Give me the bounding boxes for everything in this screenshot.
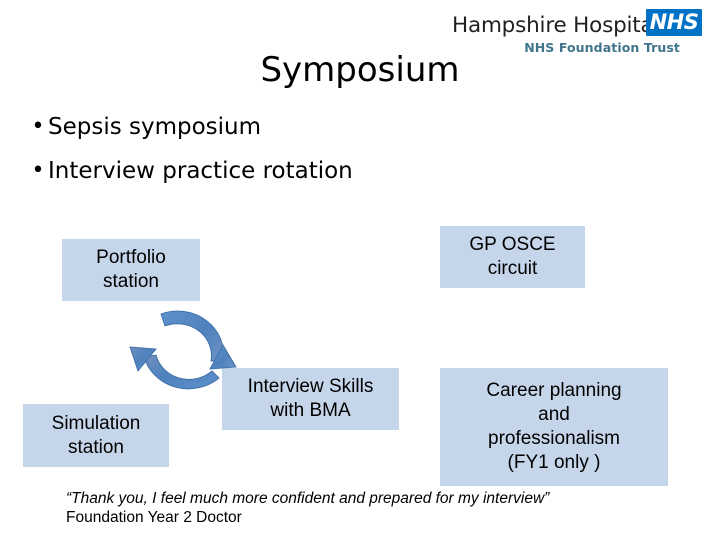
cycle-arrow-clockwise [160,310,237,370]
station-box-label: Simulation station [51,412,141,458]
cycle-arrows-icon [124,305,238,407]
station-box-simulation: Simulation station [23,404,169,467]
station-box-label: GP OSCE circuit [469,234,556,279]
nhs-logo-badge: NHS [646,9,702,36]
trust-name-text: Hampshire Hospitals [452,13,671,38]
slide-title: Symposium [260,50,460,90]
station-box-portfolio: Portfolio station [62,239,200,301]
cycle-arrow-counterclockwise [129,346,220,390]
station-box-label: Career planning and professionalism (FY1… [486,380,622,473]
quote-attribution: Foundation Year 2 Doctor [66,509,242,526]
bullet-dot-icon: • [31,114,45,139]
testimonial-quote: “Thank you, I feel much more confident a… [66,489,686,527]
station-box-interview-skills: Interview Skills with BMA [222,368,399,430]
bullet-item-label: Sepsis symposium [48,114,262,140]
nhs-badge-text: NHS [649,10,699,34]
bullet-dot-icon: • [31,158,45,183]
foundation-trust-text: NHS Foundation Trust [524,40,680,55]
bullet-item: • Interview practice rotation [28,156,628,186]
station-box-label: Interview Skills with BMA [247,376,374,421]
station-box-gp-osce-circuit: GP OSCE circuit [440,226,585,288]
quote-text: “Thank you, I feel much more confident a… [66,490,550,507]
station-box-career-planning: Career planning and professionalism (FY1… [440,368,668,486]
station-box-label: Portfolio station [96,247,166,292]
bullet-list: • Sepsis symposium • Interview practice … [28,112,628,200]
bullet-item: • Sepsis symposium [28,112,628,142]
nhs-trust-logo: Hampshire Hospitals NHS NHS Foundation T… [452,6,702,58]
bullet-item-label: Interview practice rotation [48,158,353,184]
